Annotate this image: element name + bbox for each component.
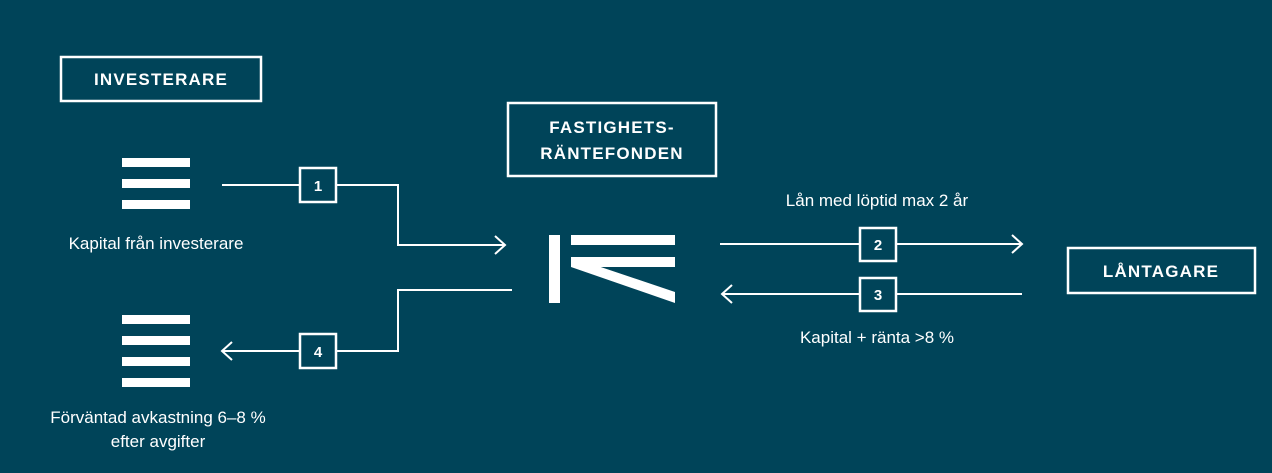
investors-header: INVESTERARE (59, 55, 263, 103)
capital-stack-icon (122, 158, 190, 209)
flow-2-arrow: 2 (720, 226, 1024, 263)
return-stack-icon (122, 315, 190, 387)
borrowers-header: LÅNTAGARE (1066, 246, 1257, 295)
repay-label: Kapital + ränta >8 % (800, 328, 954, 347)
fund-logo-icon (549, 235, 675, 303)
flow-4-arrow: 4 (220, 289, 512, 370)
flow-1-arrow: 1 (222, 166, 507, 255)
step-4-badge: 4 (314, 344, 323, 361)
borrowers-title: LÅNTAGARE (1103, 262, 1219, 281)
fund-title-line2: RÄNTEFONDEN (540, 144, 684, 163)
return-label-line1: Förväntad avkastning 6–8 % (50, 408, 265, 427)
loan-label: Lån med löptid max 2 år (786, 191, 969, 210)
investors-title: INVESTERARE (94, 70, 228, 89)
flow-3-arrow: 3 (720, 276, 1022, 313)
fund-title-line1: FASTIGHETS- (549, 118, 675, 137)
step-3-badge: 3 (874, 287, 882, 304)
step-1-badge: 1 (314, 178, 322, 195)
return-label-line2: efter avgifter (111, 432, 206, 451)
fund-header: FASTIGHETS- RÄNTEFONDEN (506, 101, 718, 178)
step-2-badge: 2 (874, 237, 882, 254)
capital-label: Kapital från investerare (69, 234, 244, 253)
